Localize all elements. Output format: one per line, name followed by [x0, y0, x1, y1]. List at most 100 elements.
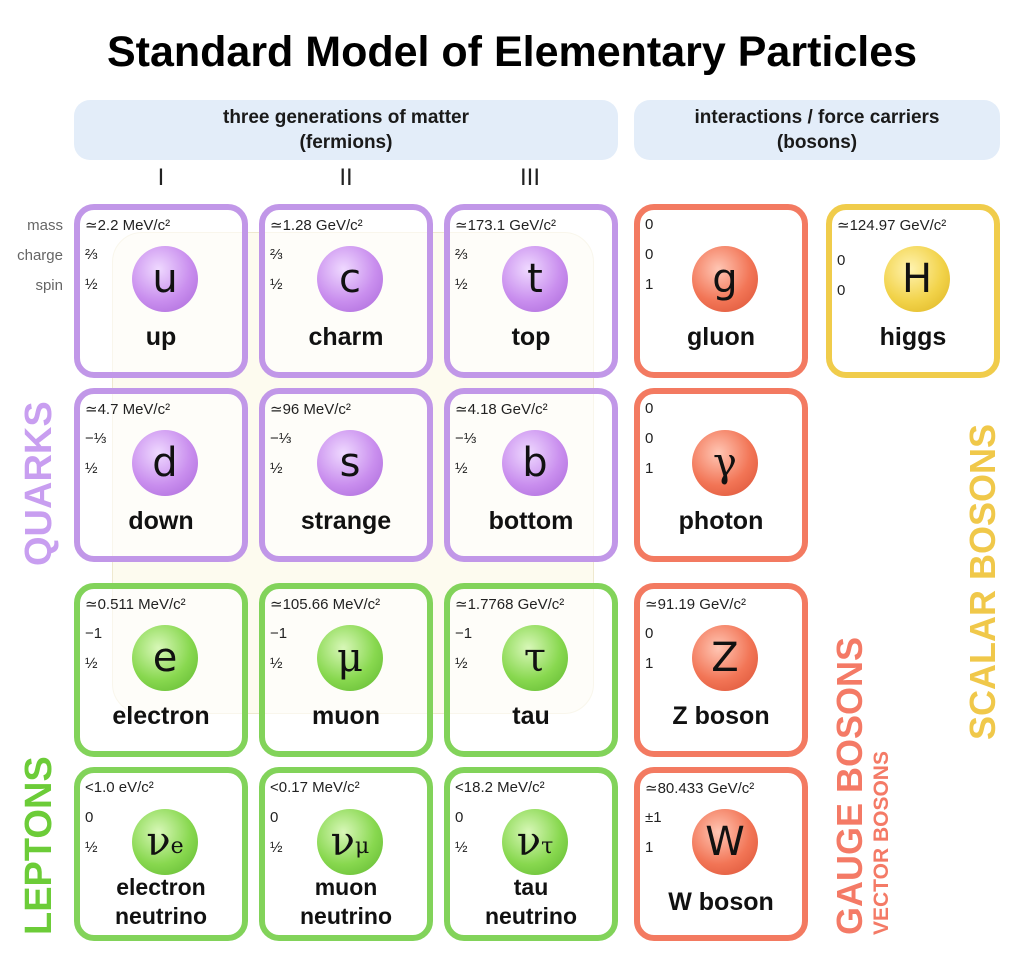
strange-spin: ½	[270, 460, 283, 477]
up-symbol: u	[132, 246, 198, 312]
muon-neutrino-name: muon neutrino	[300, 874, 392, 929]
charm-mass: ≃1.28 GeV/c²	[270, 217, 363, 234]
w-boson-symbol: W	[692, 809, 758, 875]
muon-neutrino-charge: 0	[270, 809, 279, 826]
muon-charge: −1	[270, 625, 288, 642]
z-boson-charge: 0	[645, 625, 654, 642]
gluon-mass: 0	[645, 216, 654, 233]
bosons-banner: interactions / force carriers (bosons)	[634, 100, 1000, 160]
muon-symbol: μ	[317, 625, 383, 691]
higgs-spin: 0	[837, 282, 846, 299]
z-boson-symbol: Z	[692, 625, 758, 691]
charm-symbol: c	[317, 246, 383, 312]
particle-card-down: ≃4.7 MeV/c² −⅓ ½ d down	[74, 388, 248, 562]
particle-card-muon: ≃105.66 MeV/c² −1 ½ μ muon	[259, 583, 433, 757]
top-symbol: t	[502, 246, 568, 312]
group-label-scalar-bosons: SCALAR BOSONS	[962, 423, 1003, 740]
up-spin: ½	[85, 276, 98, 293]
tau-neutrino-name: tau neutrino	[485, 874, 577, 929]
electron-symbol: e	[132, 625, 198, 691]
group-label-leptons: LEPTONS	[18, 756, 60, 935]
row-label-mass: mass	[27, 217, 63, 234]
photon-charge: 0	[645, 430, 654, 447]
tau-mass: ≃1.7768 GeV/c²	[455, 596, 565, 613]
page-title: Standard Model of Elementary Particles	[106, 28, 918, 76]
electron-spin: ½	[85, 655, 98, 672]
w-boson-spin: 1	[645, 839, 654, 856]
bottom-spin: ½	[455, 460, 468, 477]
down-spin: ½	[85, 460, 98, 477]
particle-card-top: ≃173.1 GeV/c² ⅔ ½ t top	[444, 204, 618, 378]
strange-name: strange	[300, 507, 392, 535]
photon-mass: 0	[645, 400, 654, 417]
bottom-charge: −⅓	[455, 430, 477, 447]
bottom-symbol: b	[502, 430, 568, 496]
tau-spin: ½	[455, 655, 468, 672]
fermions-banner-line1: three generations of matter	[223, 107, 469, 128]
photon-symbol: γ	[692, 430, 758, 496]
w-boson-name: W boson	[668, 888, 774, 916]
z-boson-name: Z boson	[672, 702, 770, 730]
bosons-banner-line1: interactions / force carriers	[694, 107, 940, 128]
tau-neutrino-charge: 0	[455, 809, 464, 826]
muon-spin: ½	[270, 655, 283, 672]
particle-card-tau: ≃1.7768 GeV/c² −1 ½ τ tau	[444, 583, 618, 757]
higgs-symbol: H	[884, 246, 950, 312]
strange-symbol: s	[317, 430, 383, 496]
top-mass: ≃173.1 GeV/c²	[455, 217, 556, 234]
electron-neutrino-spin: ½	[85, 839, 98, 856]
higgs-charge: 0	[837, 252, 846, 269]
top-name: top	[511, 323, 551, 351]
up-name: up	[145, 323, 177, 351]
muon-name: muon	[311, 702, 381, 730]
generation-label-1: I	[157, 164, 165, 191]
particle-card-z-boson: ≃91.19 GeV/c² 0 1 Z Z boson	[634, 583, 808, 757]
electron-neutrino-name: electron neutrino	[115, 874, 207, 929]
w-boson-mass: ≃80.433 GeV/c²	[645, 780, 755, 797]
electron-name: electron	[112, 702, 210, 730]
electron-neutrino-mass: <1.0 eV/c²	[85, 779, 154, 796]
up-mass: ≃2.2 MeV/c²	[85, 217, 171, 234]
tau-neutrino-spin: ½	[455, 839, 468, 856]
particle-card-electron: ≃0.511 MeV/c² −1 ½ e electron	[74, 583, 248, 757]
electron-mass: ≃0.511 MeV/c²	[85, 596, 186, 613]
higgs-mass: ≃124.97 GeV/c²	[837, 217, 947, 234]
higgs-name: higgs	[879, 323, 947, 351]
photon-spin: 1	[645, 460, 654, 477]
row-label-spin: spin	[35, 277, 63, 294]
gluon-name: gluon	[686, 323, 756, 351]
group-label-quarks: QUARKS	[18, 401, 60, 566]
strange-mass: ≃96 MeV/c²	[270, 401, 351, 418]
particle-card-photon: 0 0 1 γ photon	[634, 388, 808, 562]
generation-label-2: II	[339, 164, 353, 191]
electron-neutrino-charge: 0	[85, 809, 94, 826]
w-boson-charge: ±1	[645, 809, 662, 826]
tau-charge: −1	[455, 625, 473, 642]
fermions-banner: three generations of matter (fermions)	[74, 100, 618, 160]
fermions-banner-line2: (fermions)	[299, 132, 393, 153]
tau-name: tau	[512, 702, 550, 730]
z-boson-mass: ≃91.19 GeV/c²	[645, 596, 746, 613]
gluon-charge: 0	[645, 246, 654, 263]
tau-neutrino-mass: <18.2 MeV/c²	[455, 779, 545, 796]
gluon-symbol: g	[692, 246, 758, 312]
bottom-name: bottom	[488, 507, 574, 535]
particle-card-w-boson: ≃80.433 GeV/c² ±1 1 W W boson	[634, 767, 808, 941]
strange-charge: −⅓	[270, 430, 292, 447]
tau-symbol: τ	[502, 625, 568, 691]
photon-name: photon	[678, 507, 764, 535]
particle-card-strange: ≃96 MeV/c² −⅓ ½ s strange	[259, 388, 433, 562]
charm-name: charm	[308, 323, 384, 351]
up-charge: ⅔	[85, 246, 98, 263]
group-label-gauge-bosons: GAUGE BOSONS	[829, 636, 870, 935]
bottom-mass: ≃4.18 GeV/c²	[455, 401, 548, 418]
down-symbol: d	[132, 430, 198, 496]
particle-card-higgs: ≃124.97 GeV/c² 0 0 H higgs	[826, 204, 1000, 378]
row-label-charge: charge	[17, 247, 63, 264]
top-spin: ½	[455, 276, 468, 293]
particle-card-up: ≃2.2 MeV/c² ⅔ ½ u up	[74, 204, 248, 378]
